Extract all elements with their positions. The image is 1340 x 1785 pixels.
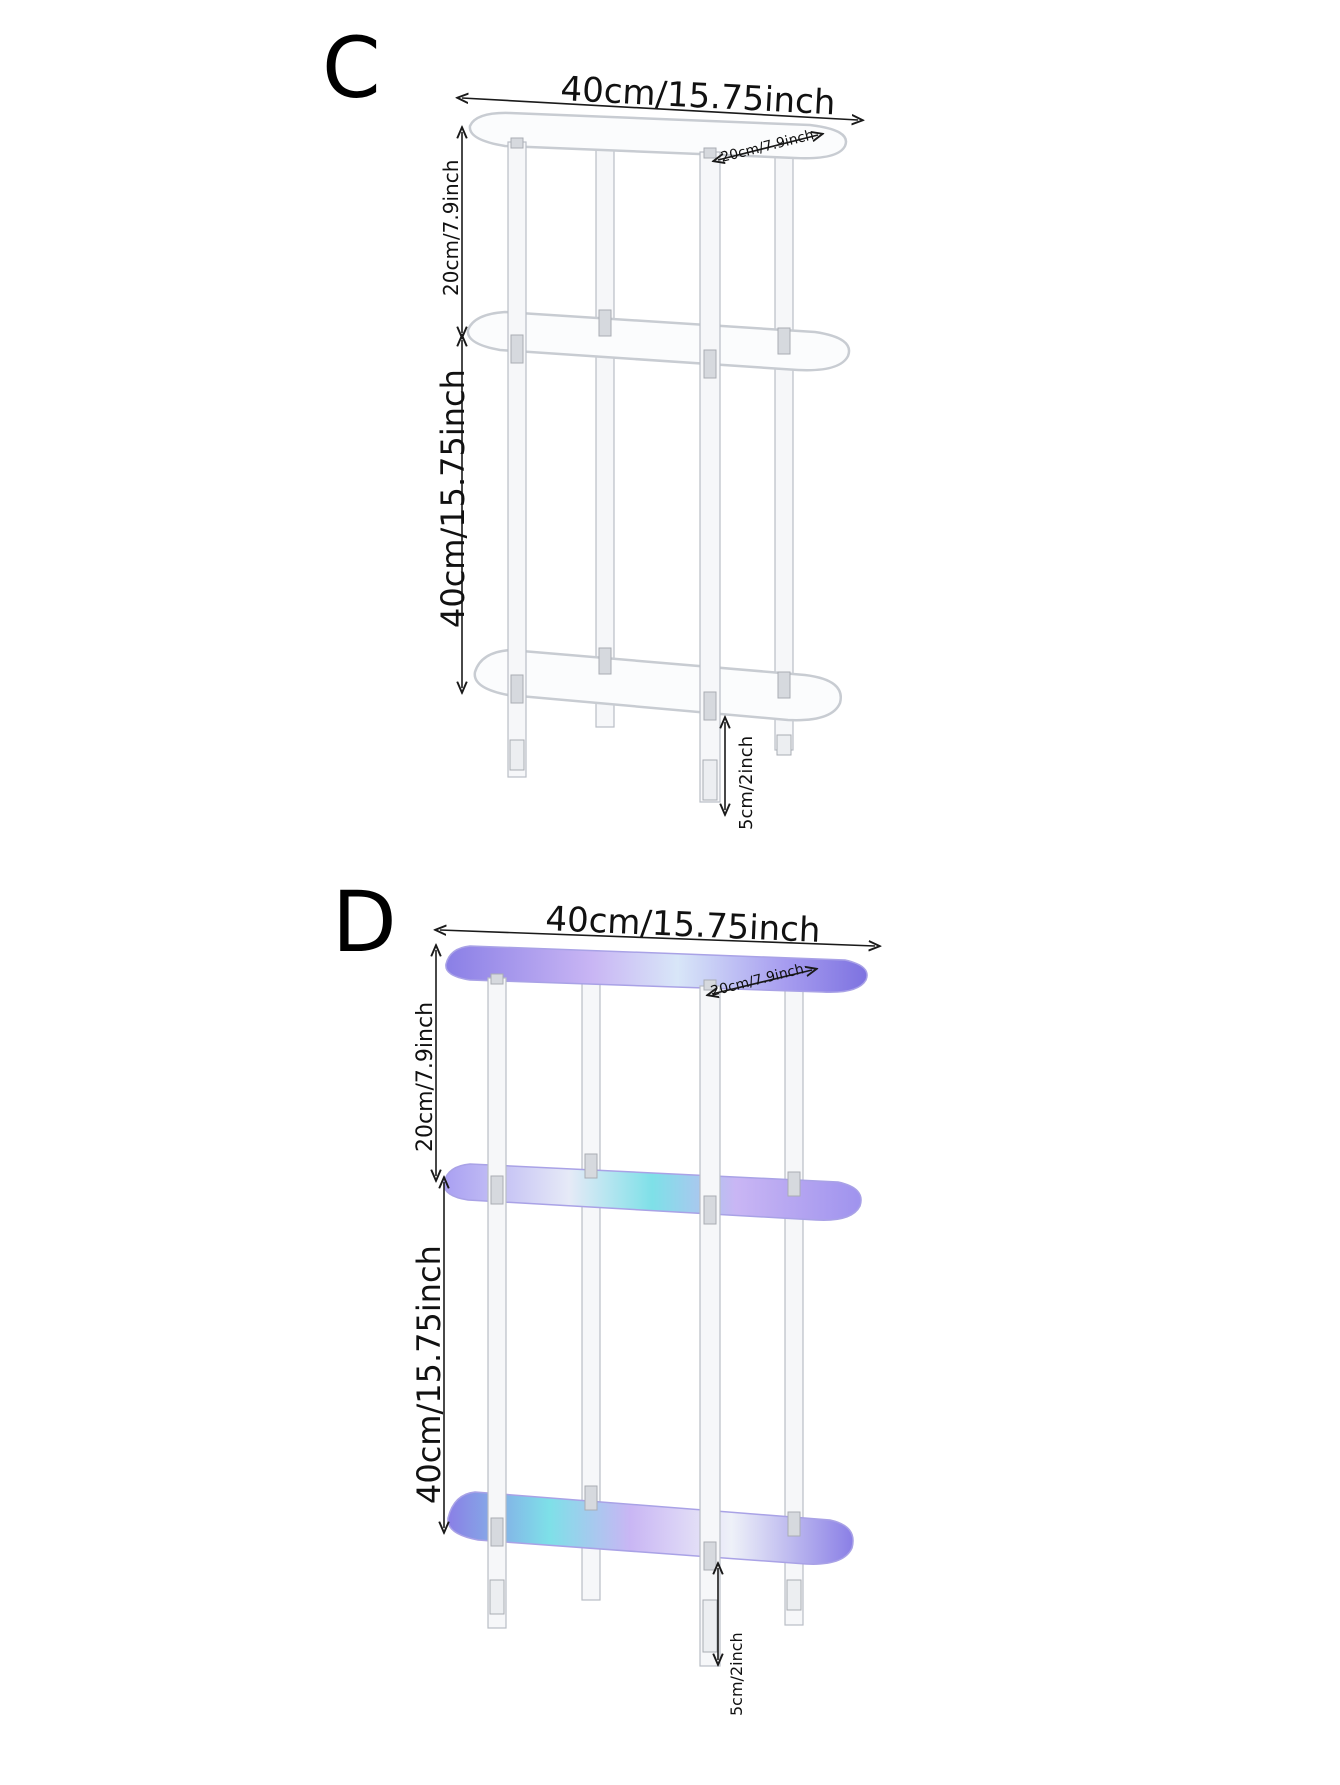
shelf-posts-front — [507, 141, 721, 803]
upper-gap-label: 20cm/7.9inch — [439, 160, 463, 296]
variant-label: C — [322, 19, 381, 117]
variant-c-panel: C — [0, 0, 1340, 880]
shelves — [443, 945, 868, 1565]
upper-gap-label: 20cm/7.9inch — [413, 1002, 438, 1152]
lower-gap-label: 40cm/15.75inch — [410, 1245, 448, 1504]
width-label: 40cm/15.75inch — [560, 69, 837, 123]
leg-height-label: 5cm/2inch — [727, 1632, 746, 1716]
variant-d-panel: D — [0, 880, 1340, 1760]
shelf-illustration-clear: 40cm/15.75inch 20cm/7.9inch 20cm/7.9inch… — [434, 69, 1340, 830]
lower-gap-label: 40cm/15.75inch — [434, 369, 472, 628]
leg-height-label: 5cm/2inch — [736, 736, 757, 830]
width-label: 40cm/15.75inch — [545, 899, 822, 951]
variant-label: D — [332, 873, 397, 971]
shelf-posts — [595, 141, 794, 751]
shelf-illustration-iridescent: 40cm/15.75inch 20cm/7.9inch 20cm/7.9inch… — [410, 899, 1340, 1716]
